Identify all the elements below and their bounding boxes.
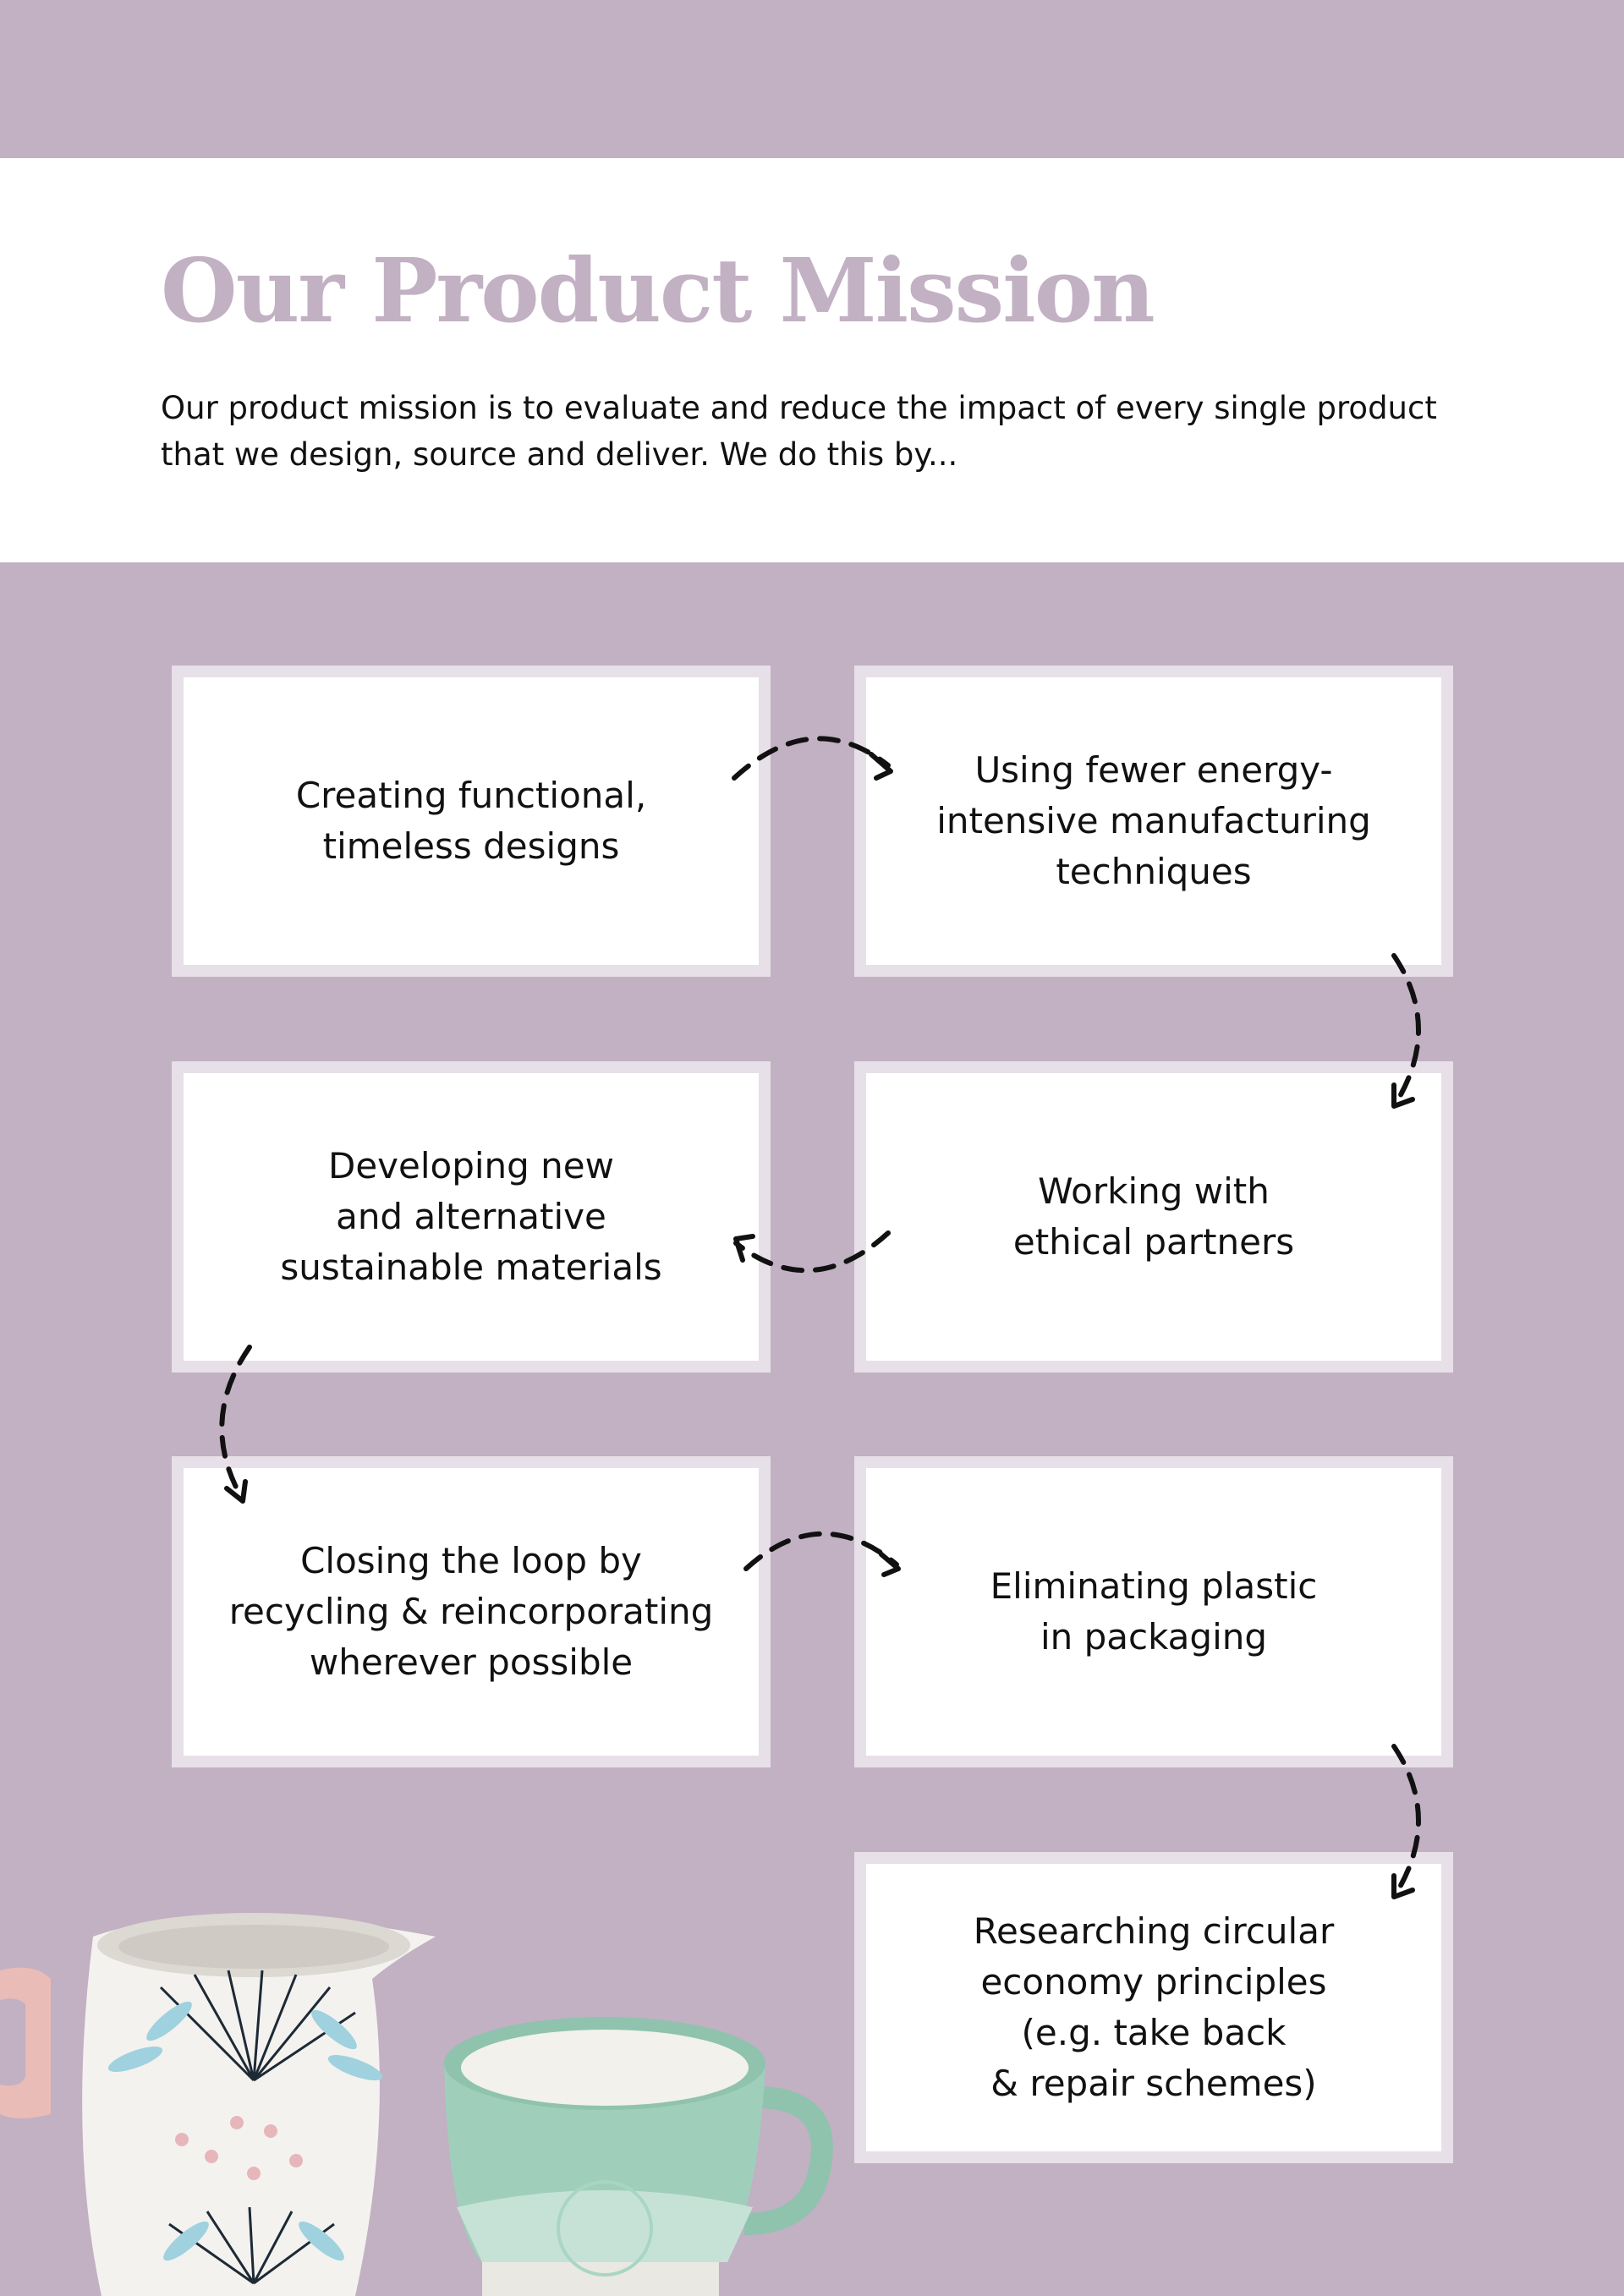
step-label-1: Creating functional, timeless designs [295, 775, 647, 867]
intro-section: Our Product Mission Our product mission … [0, 158, 1624, 562]
intro-paragraph: Our product mission is to evaluate and r… [161, 390, 1437, 473]
step-card-1: Creating functional, timeless designs [172, 666, 771, 977]
step-card-5: Closing the loop by recycling & reincorp… [172, 1456, 771, 1767]
step-card-6: Eliminating plastic in packaging [854, 1456, 1453, 1767]
step-label-5: Closing the loop by recycling & reincorp… [228, 1540, 714, 1683]
step-card-4: Working with ethical partners [854, 1061, 1453, 1373]
mug-image [444, 2017, 833, 2296]
step-label-6: Eliminating plastic in packaging [990, 1565, 1318, 1658]
step-label-2: Using fewer energy- intensive manufactur… [936, 749, 1371, 892]
step-card-7: Researching circular economy principles … [854, 1852, 1453, 2163]
page-title: Our Product Mission [161, 238, 1155, 342]
step-card-2: Using fewer energy- intensive manufactur… [854, 666, 1453, 977]
step-label-4: Working with ethical partners [1012, 1170, 1295, 1263]
step-label-3: Developing new and alternative sustainab… [280, 1145, 662, 1288]
ceramics-photo [0, 1913, 833, 2296]
step-card-3: Developing new and alternative sustainab… [172, 1061, 771, 1373]
top-color-band [0, 0, 1624, 158]
step-label-7: Researching circular economy principles … [973, 1910, 1335, 2104]
jug-image [0, 1913, 436, 2296]
